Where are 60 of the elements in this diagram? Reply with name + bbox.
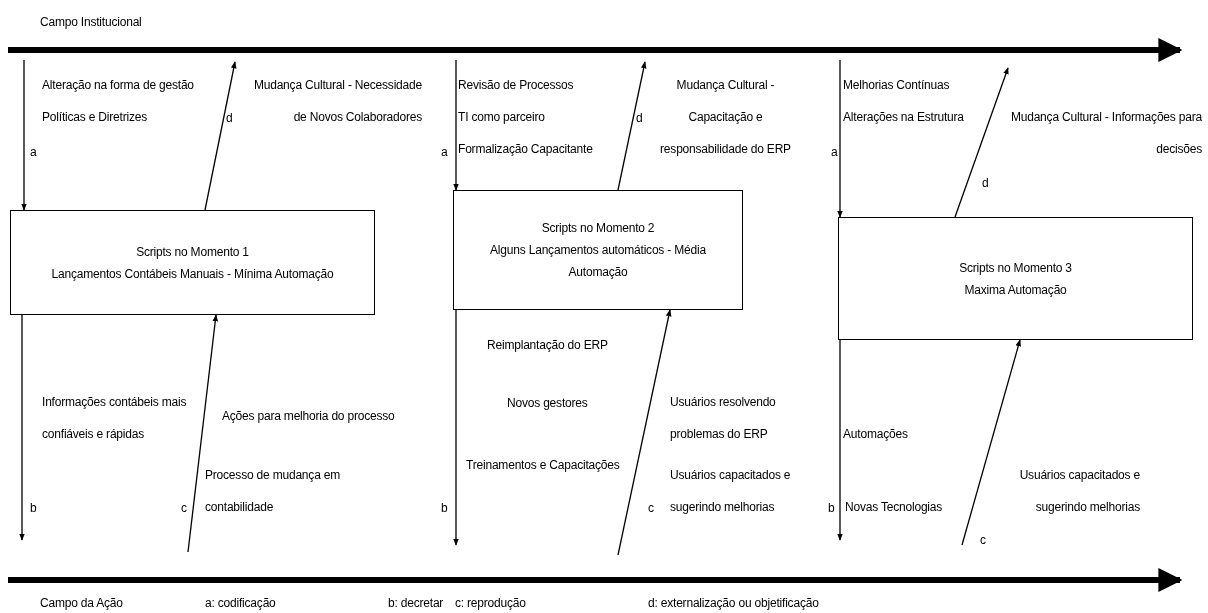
edge-label: c: [980, 532, 986, 548]
edge-label: c: [648, 500, 654, 516]
edge-label: a: [441, 144, 448, 160]
box-heading: Scripts no Momento 2: [540, 220, 656, 237]
edge-label: a: [831, 144, 838, 160]
annotation-text: Usuários resolvendo problemas do ERP: [670, 394, 777, 443]
legend-text: d: externalização ou objetificação: [648, 595, 819, 612]
annotation-text: TI como parceiro: [458, 109, 545, 126]
field-title: Campo Institucional: [40, 14, 142, 31]
box-text: Maxima Automação: [963, 281, 1068, 299]
arrow: [204, 61, 237, 211]
edge-label: d: [982, 175, 989, 191]
edge-label: d: [636, 110, 643, 126]
annotation-text: Alterações na Estrutura: [843, 109, 964, 126]
annotation-text: Usuários capacitados e sugerindo melhorias: [1018, 467, 1140, 516]
edge-label: b: [441, 500, 448, 516]
edge-label: a: [30, 144, 37, 160]
arrow: [961, 339, 1021, 546]
annotation-text: Alteração na forma de gestão: [42, 77, 194, 94]
edge-label: d: [226, 110, 233, 126]
annotation-text: Revisão de Processos: [458, 77, 574, 94]
annotation-text: Mudança Cultural - Necessidade de Novos Colaboradores: [252, 77, 422, 126]
arrow: [187, 314, 219, 553]
annotation-text: Ações para melhoria do processo: [222, 408, 395, 425]
edge-label: b: [828, 500, 835, 516]
arrow: [453, 309, 459, 546]
legend-text: a: codificação: [205, 595, 276, 612]
annotation-text: Automações: [843, 426, 908, 443]
edge-label: c: [181, 500, 187, 516]
annotation-text: Treinamentos e Capacitações: [466, 457, 620, 474]
box-text: Alguns Lançamentos automáticos - Média Automação: [489, 242, 707, 281]
annotation-text: Novos gestores: [507, 395, 588, 412]
arrow: [617, 61, 647, 191]
annotation-text: Processo de mudança em contabilidade: [205, 467, 341, 516]
arrow: [954, 67, 1009, 218]
annotation-text: Políticas e Diretrizes: [42, 109, 147, 126]
arrow: [21, 59, 27, 211]
arrow: [837, 339, 843, 541]
edge-label: b: [30, 500, 37, 516]
annotation-text: Melhorias Contínuas: [843, 77, 950, 94]
legend-text: b: decretar: [388, 595, 444, 612]
annotation-text: Informações contábeis mais confiáveis e rápidas: [42, 394, 188, 443]
script-box: [453, 190, 743, 310]
annotation-text: Reimplantação do ERP: [487, 337, 608, 354]
annotation-text: Mudança Cultural - Capacitação e responsabilidade do ERP: [659, 77, 792, 158]
arrow: [617, 309, 672, 556]
annotation-text: Formalização Capacitante: [458, 141, 593, 158]
legend-text: c: reprodução: [455, 595, 526, 612]
arrow: [453, 59, 459, 191]
field-title: Campo da Ação: [40, 595, 123, 612]
annotation-text: Usuários capacitados e sugerindo melhorias: [670, 467, 792, 516]
arrow: [837, 59, 843, 218]
arrow: [19, 314, 25, 541]
box-heading: Scripts no Momento 3: [958, 259, 1073, 277]
box-text: Lançamentos Contábeis Manuais - Mínima Automação: [50, 265, 335, 283]
script-box: [838, 217, 1193, 340]
script-box: [10, 210, 375, 315]
annotation-text: Novas Tecnologias: [845, 499, 943, 516]
box-heading: Scripts no Momento 1: [135, 243, 250, 261]
annotation-text: Mudança Cultural - Informações para decisões: [1009, 109, 1202, 158]
